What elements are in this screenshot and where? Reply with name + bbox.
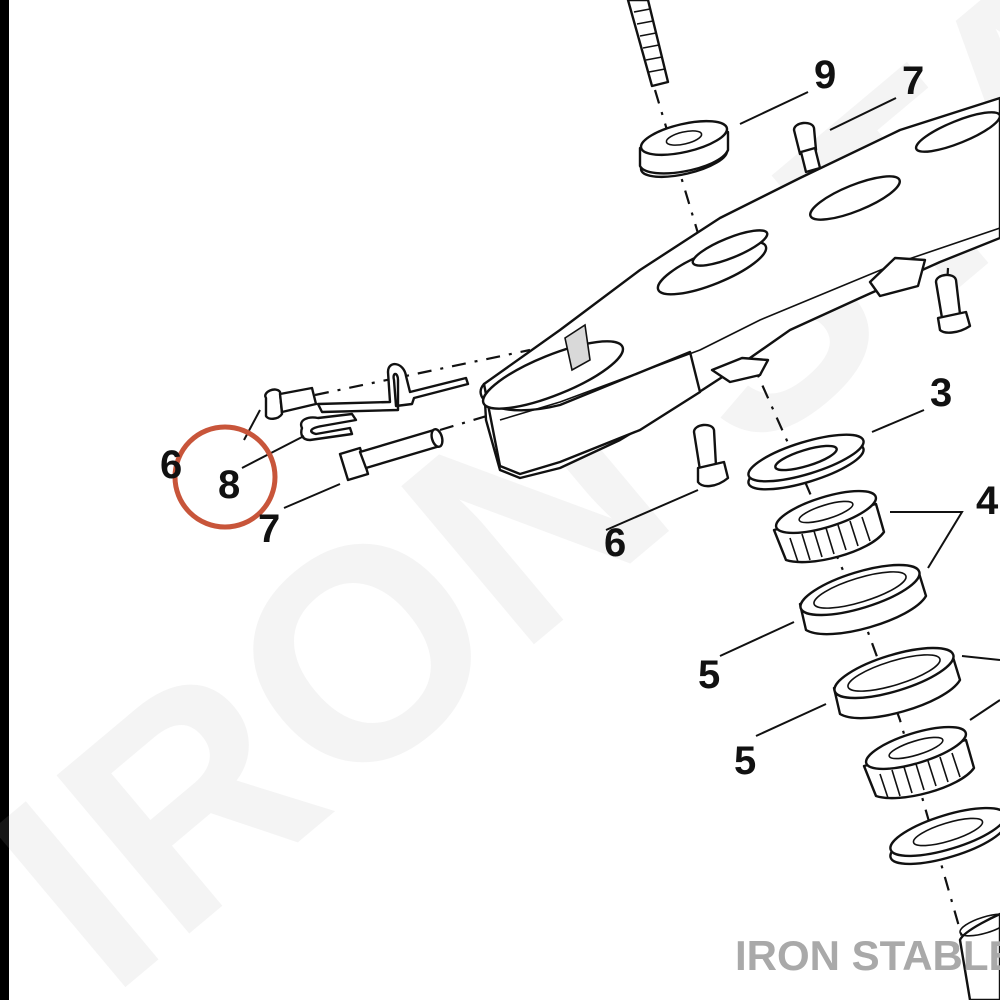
brand-corner-mark: IRON STABLE	[735, 932, 1000, 979]
part-4-upper-bearing	[772, 489, 886, 564]
part-6-mid-bolt	[692, 423, 730, 488]
part-8-clip	[299, 412, 358, 442]
pin-axis-line	[314, 348, 531, 397]
lower-dust-seal	[889, 806, 1000, 866]
callout-5-upper: 5	[698, 653, 720, 697]
callout-4: 4	[976, 479, 999, 523]
highlight-ring	[172, 424, 278, 530]
callout-6-mid: 6	[604, 521, 626, 565]
left-frame-edge	[0, 0, 9, 1000]
stem-tube	[958, 912, 1000, 1000]
callout-8: 8	[218, 463, 240, 507]
callout-7-top: 7	[902, 59, 924, 103]
leader-lines	[241, 91, 1000, 737]
part-6-left-bolt	[264, 386, 318, 420]
part-7-left-bolt	[338, 428, 444, 482]
callout-5-lower: 5	[734, 739, 756, 783]
bolt-axis-line	[439, 413, 491, 432]
callout-6-left: 6	[160, 443, 182, 487]
part-7-top-screw	[792, 121, 822, 174]
stem-thread	[626, 0, 670, 88]
part-5-upper-race	[798, 563, 928, 636]
triple-clamp	[479, 96, 1000, 480]
part-3-washer	[747, 433, 865, 491]
stem-axis-line	[653, 89, 982, 1000]
bent-pin	[316, 363, 470, 414]
part-9-nut	[638, 119, 730, 179]
lower-tapered-bearing	[862, 725, 976, 800]
callout-3: 3	[930, 371, 952, 415]
right-clamp-bolt	[934, 273, 972, 334]
part-5-lower-race	[832, 646, 962, 720]
callout-7-left: 7	[258, 507, 280, 551]
callout-9: 9	[814, 53, 836, 97]
